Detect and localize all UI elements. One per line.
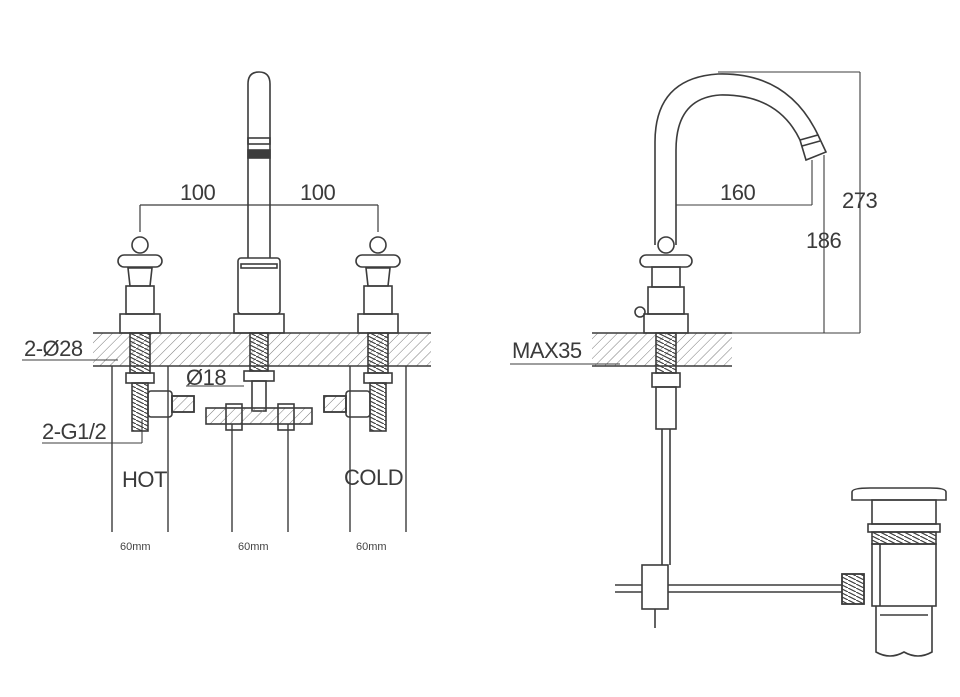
hot-label: HOT	[122, 467, 167, 492]
hose-legs	[111, 366, 407, 532]
cold-valve	[323, 236, 401, 432]
spacing-right-label: 100	[300, 180, 336, 205]
popup-waste	[615, 487, 947, 657]
leg-right-label: 60mm	[356, 541, 387, 553]
spout-height-label: 186	[806, 228, 842, 253]
thread-size-label: 2-G1/2	[42, 419, 107, 444]
spacing-left-label: 100	[180, 180, 216, 205]
max-deck-label: MAX35	[512, 338, 582, 363]
hot-valve	[117, 236, 195, 432]
side-dimension-lines	[510, 71, 861, 365]
side-spout	[634, 73, 828, 565]
cold-label: COLD	[344, 465, 404, 490]
spout-connector-pipe	[205, 403, 313, 431]
spout-diameter-label: Ø18	[186, 365, 227, 390]
reach-label: 160	[720, 180, 756, 205]
spacing-dimension-line	[139, 204, 379, 232]
front-spout	[233, 71, 285, 412]
overall-height-label: 273	[842, 188, 878, 213]
hole-diameter-label: 2-Ø28	[24, 336, 83, 361]
leg-middle-label: 60mm	[238, 541, 269, 553]
front-leader-lines	[22, 359, 244, 444]
leg-left-label: 60mm	[120, 541, 151, 553]
